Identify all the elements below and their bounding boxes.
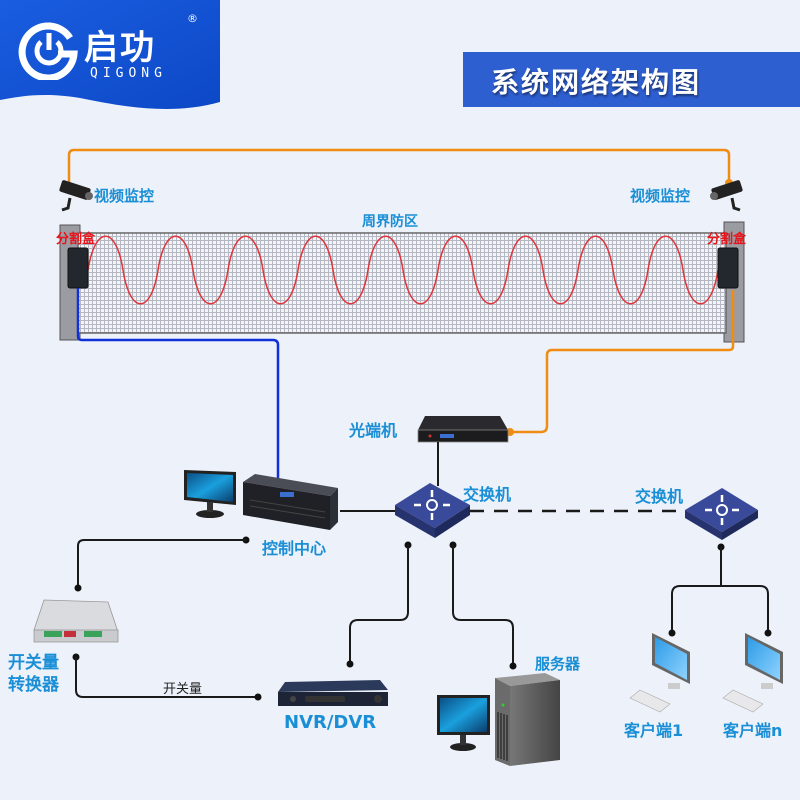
fiber-link-transceiver — [510, 290, 735, 434]
label-nvr: NVR/DVR — [284, 712, 377, 733]
label-camera-left: 视频监控 — [94, 187, 155, 205]
page-title-box: 系统网络架构图 — [463, 52, 800, 107]
monitor-control-icon — [184, 470, 236, 518]
splitter-box-right — [717, 247, 739, 289]
fiber-link-cameras — [67, 148, 731, 190]
label-splitter-right: 分割盒 — [707, 232, 747, 247]
camera-left-icon — [59, 180, 93, 212]
camera-right-icon — [710, 180, 743, 212]
label-client-n: 客户端n — [723, 721, 783, 740]
brand-name-en: QIGONG — [90, 66, 167, 81]
switch-remote-icon — [685, 488, 758, 540]
optical-transceiver-icon — [417, 416, 509, 443]
label-io-converter-line1: 开关量 — [8, 653, 59, 673]
label-control-center: 控制中心 — [262, 539, 327, 558]
label-optical-transceiver: 光端机 — [349, 421, 398, 440]
label-splitter-left: 分割盒 — [56, 232, 96, 247]
label-switch-main: 交换机 — [463, 485, 512, 504]
splitter-box-left — [67, 247, 89, 289]
signal-link-control — [76, 288, 280, 484]
label-io-link: 开关量 — [163, 682, 203, 697]
power-g-logo-icon — [18, 22, 78, 80]
nvr-dvr-icon — [278, 680, 388, 706]
fence-mesh — [77, 232, 727, 334]
brand-name-cn: 启功 — [84, 28, 156, 68]
workstation-monitor-icon — [437, 695, 490, 751]
switch-main-icon — [395, 483, 470, 538]
label-camera-right: 视频监控 — [630, 187, 691, 205]
client-n-icon — [722, 633, 783, 713]
control-server-icon — [243, 474, 338, 530]
label-switch-remote: 交换机 — [635, 487, 684, 506]
page-title: 系统网络架构图 — [491, 66, 702, 99]
label-perimeter-zone: 周界防区 — [362, 214, 418, 230]
label-io-converter-line2: 转换器 — [8, 675, 59, 695]
sensing-cable-wave — [87, 235, 719, 305]
label-server: 服务器 — [535, 655, 581, 673]
io-converter-icon — [33, 599, 119, 643]
client-1-icon — [629, 633, 690, 713]
registered-mark: ® — [187, 12, 198, 25]
label-client-1: 客户端1 — [624, 721, 684, 740]
server-tower-icon — [495, 673, 560, 766]
